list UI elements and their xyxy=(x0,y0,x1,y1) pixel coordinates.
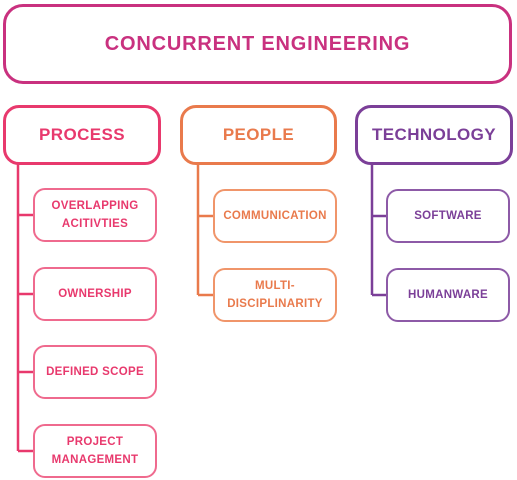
heading-technology: TECHNOLOGY xyxy=(355,105,513,165)
people-connectors xyxy=(196,164,213,297)
people-item-multidisciplinarity: MULTI- DISCIPLINARITY xyxy=(213,268,337,322)
technology-item-humanware: HUMANWARE xyxy=(386,268,510,322)
heading-people: PEOPLE xyxy=(180,105,337,165)
technology-connectors xyxy=(370,164,386,297)
process-item-defined-scope: DEFINED SCOPE xyxy=(33,345,157,399)
technology-item-software: SOFTWARE xyxy=(386,189,510,243)
process-connectors xyxy=(16,164,33,453)
process-item-project-management: PROJECT MANAGEMENT xyxy=(33,424,157,478)
process-item-ownership: OWNERSHIP xyxy=(33,267,157,321)
title-box: CONCURRENT ENGINEERING xyxy=(3,4,512,84)
people-item-communication: COMMUNICATION xyxy=(213,189,337,243)
heading-process: PROCESS xyxy=(3,105,161,165)
diagram-title: CONCURRENT ENGINEERING xyxy=(104,32,411,55)
process-item-overlapping-activities: OVERLAPPING ACITIVTIES xyxy=(33,188,157,242)
